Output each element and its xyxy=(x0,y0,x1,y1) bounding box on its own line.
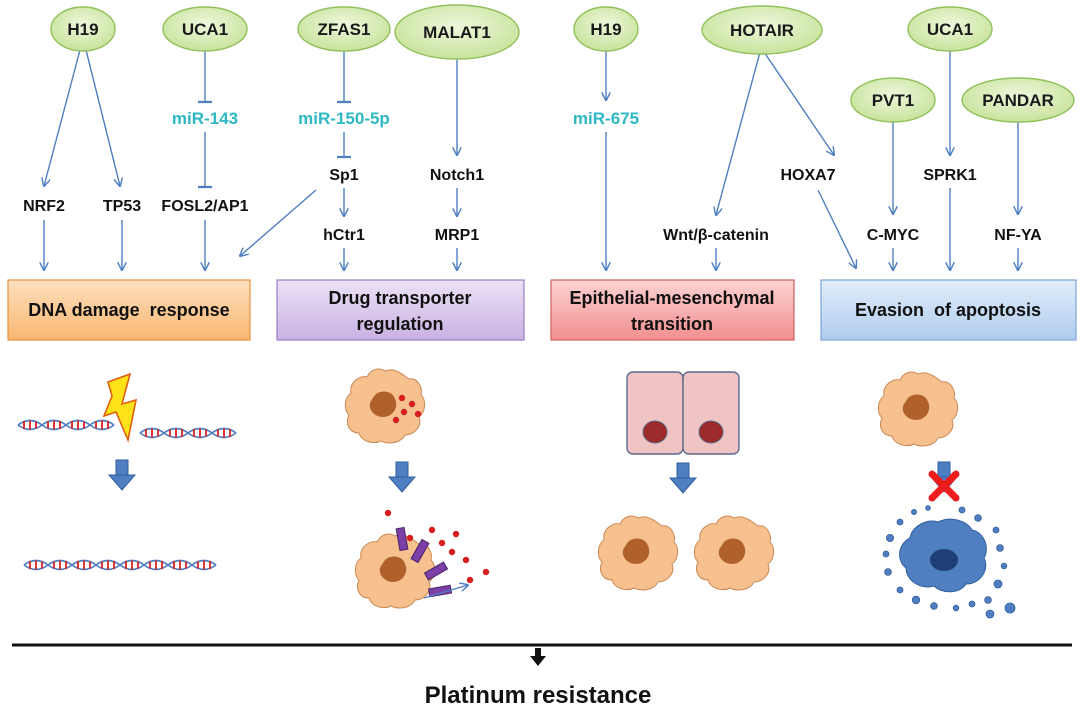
lncrna-hotair: HOTAIR xyxy=(701,5,823,55)
down-arrow-drug-icon xyxy=(388,461,416,493)
node-tp53: TP53 xyxy=(103,198,141,215)
mechanism-boxes: DNA damage response Drug transporter reg… xyxy=(7,279,1077,341)
lncrna-pandar: PANDAR xyxy=(961,77,1075,123)
lncrna-hotair-label: HOTAIR xyxy=(730,21,794,40)
node-notch1: Notch1 xyxy=(430,167,484,184)
lncrna-h19-a: H19 xyxy=(50,6,116,52)
illustration-dna-damage xyxy=(17,372,237,571)
illustration-drug-transporter xyxy=(344,368,490,609)
tumor-cell-apoptosis-icon xyxy=(877,371,959,447)
down-arrow-dna-icon xyxy=(108,459,136,491)
lncrna-h19-a-label: H19 xyxy=(67,20,98,39)
down-arrow-emt-icon xyxy=(669,462,697,494)
efflux-arrow-icon xyxy=(423,585,468,599)
illustration-emt xyxy=(597,371,775,591)
lncrna-uca1-a: UCA1 xyxy=(162,6,248,52)
arrow-hoxa7-apop xyxy=(817,189,856,268)
drug-dots-icon xyxy=(392,394,422,424)
box-emt-line2: transition xyxy=(631,314,713,334)
lncrna-pvt1-label: PVT1 xyxy=(872,91,915,110)
lncrna-malat1: MALAT1 xyxy=(394,4,520,60)
apoptotic-cell-icon xyxy=(899,518,987,593)
node-sprk1: SPRK1 xyxy=(923,167,976,184)
mirna-mir143: miR-143 xyxy=(172,109,238,128)
lncrna-pandar-label: PANDAR xyxy=(982,91,1053,110)
lncrna-pvt1: PVT1 xyxy=(850,77,936,123)
arrow-sp1-dna xyxy=(240,189,317,256)
apoptotic-bodies-icon xyxy=(882,505,1016,619)
box-dna-damage-response: DNA damage response xyxy=(7,279,251,341)
mirna-labels: miR-143 miR-150-5p miR-675 xyxy=(172,109,639,128)
lncrna-uca1-b-label: UCA1 xyxy=(927,20,973,39)
repaired-dna-icon xyxy=(23,559,217,571)
platinum-resistance-label: Platinum resistance xyxy=(425,682,652,709)
lightning-bolt-icon xyxy=(102,372,138,443)
epithelial-cells-icon xyxy=(626,371,740,455)
box-emt-line1: Epithelial-mesenchymal xyxy=(569,288,774,308)
resistance-arrow-icon xyxy=(530,648,546,666)
lncrna-uca1-a-label: UCA1 xyxy=(182,20,228,39)
node-wnt-beta-catenin: Wnt/β-catenin xyxy=(663,227,769,244)
mirna-mir150: miR-150-5p xyxy=(298,109,390,128)
mirna-mir675: miR-675 xyxy=(573,109,639,128)
mesenchymal-cell-left-icon xyxy=(597,515,679,591)
lncrna-h19-b: H19 xyxy=(573,6,639,52)
node-fosl2-ap1: FOSL2/AP1 xyxy=(161,198,248,215)
box-evasion-of-apoptosis: Evasion of apoptosis xyxy=(820,279,1077,341)
box-emt: Epithelial-mesenchymal transition xyxy=(550,279,795,341)
box-dna-damage-response-label: DNA damage response xyxy=(28,300,229,320)
box-evasion-of-apoptosis-label: Evasion of apoptosis xyxy=(855,300,1041,320)
transporter-proteins-icon xyxy=(395,526,453,598)
illustration-apoptosis xyxy=(877,371,1016,619)
box-drug-transporter-line2: regulation xyxy=(356,314,443,334)
node-c-myc: C-MYC xyxy=(867,227,920,244)
node-hoxa7: HOXA7 xyxy=(780,167,835,184)
lncrna-h19-b-label: H19 xyxy=(590,20,621,39)
node-sp1: Sp1 xyxy=(329,167,358,184)
effluxed-drug-dots-icon xyxy=(384,509,490,584)
mesenchymal-cell-right-icon xyxy=(693,515,775,591)
lncrna-zfas1-label: ZFAS1 xyxy=(318,20,371,39)
lncrna-uca1-b: UCA1 xyxy=(907,6,993,52)
lncrna-nodes: H19 UCA1 ZFAS1 MALAT1 H19 HOTAIR UCA1 P xyxy=(50,4,1075,123)
node-mrp1: MRP1 xyxy=(435,227,480,244)
connector-arrows xyxy=(44,49,1018,270)
node-hctr1: hCtr1 xyxy=(323,227,365,244)
arrow-h19-nrf2 xyxy=(44,49,81,186)
arrow-hotair-hoxa7 xyxy=(763,51,834,155)
block-x-icon xyxy=(928,470,960,502)
box-drug-transporter-line1: Drug transporter xyxy=(328,288,471,308)
lncrna-zfas1: ZFAS1 xyxy=(297,6,391,52)
arrow-h19-tp53 xyxy=(85,49,120,186)
node-nf-ya: NF-YA xyxy=(994,227,1042,244)
broken-dna-left-icon xyxy=(17,419,115,431)
node-nrf2: NRF2 xyxy=(23,198,65,215)
target-nodes: NRF2 TP53 FOSL2/AP1 Sp1 hCtr1 Notch1 MRP… xyxy=(23,167,1042,244)
arrow-hotair-wnt xyxy=(716,51,761,215)
box-drug-transporter-regulation: Drug transporter regulation xyxy=(276,279,525,341)
broken-dna-right-icon xyxy=(139,427,237,439)
lncrna-malat1-label: MALAT1 xyxy=(423,23,491,42)
